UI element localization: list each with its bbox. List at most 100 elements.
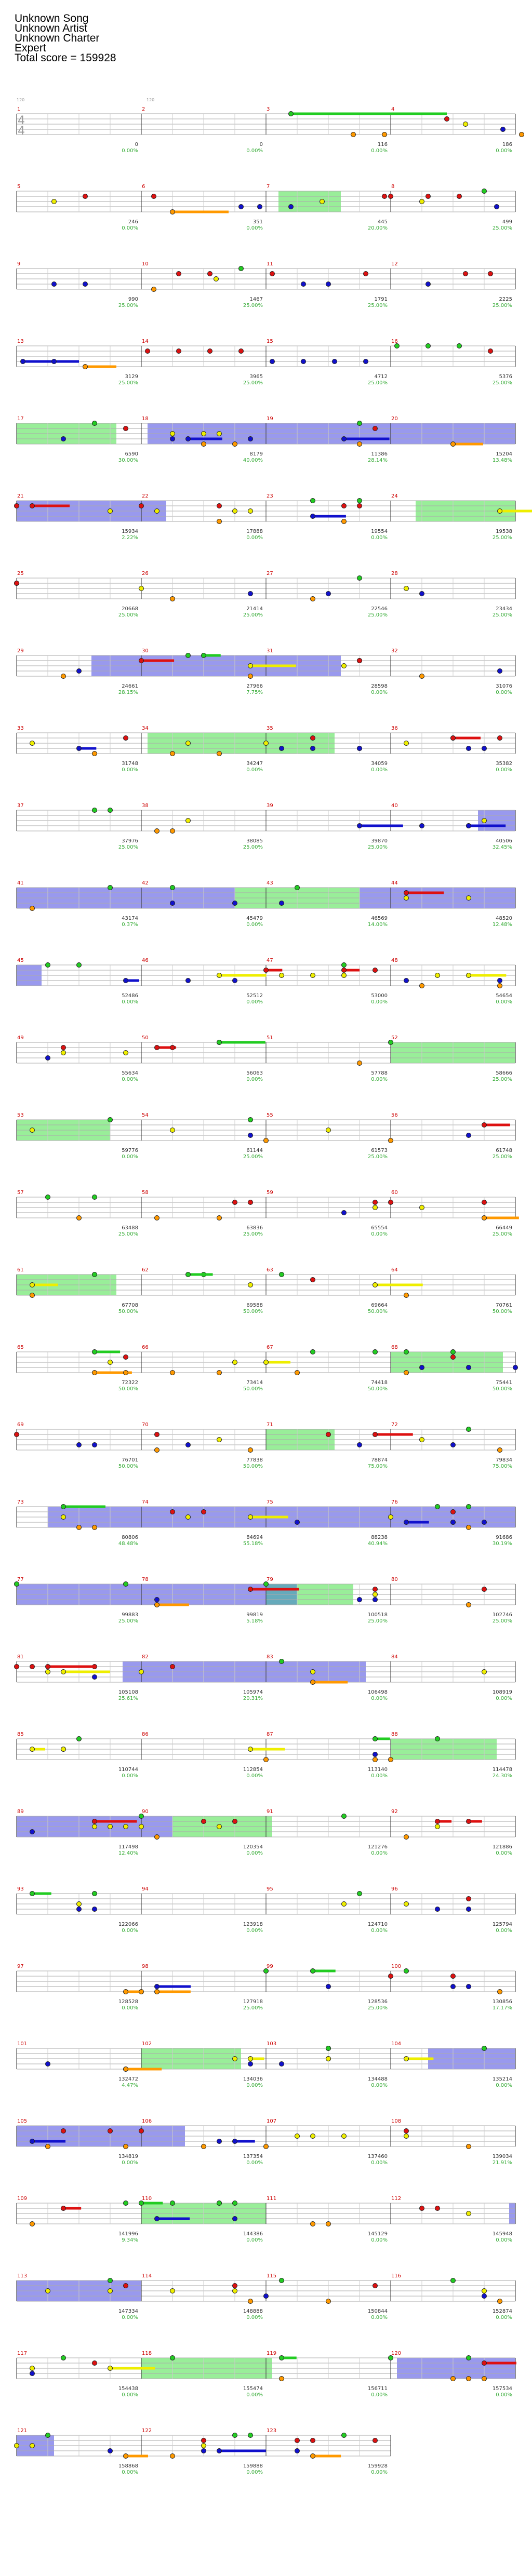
note [404,1834,409,1840]
sustain-tail [375,1433,413,1436]
note [145,348,150,354]
note [310,973,315,978]
sustain-tail [63,1505,105,1508]
sustain-tail [250,2057,264,2060]
note [332,359,337,364]
note [357,1061,362,1066]
note [404,2128,409,2134]
measure-percent: 50.00% [493,1309,512,1314]
measure-score: 84694 [246,1535,263,1540]
note [238,348,244,354]
measure-score: 39870 [371,838,388,844]
measure-number: 42 [142,880,149,886]
note [14,1664,19,1669]
measure-number: 122 [142,2428,152,2434]
sustain-tail [95,1820,137,1823]
sustain-tail [375,1737,390,1740]
note [497,1989,502,1994]
note [310,498,315,503]
note [288,204,294,209]
measure-score: 128528 [118,1999,138,2005]
note [279,1272,284,1277]
note [388,1200,393,1205]
measure-score: 112854 [243,1767,263,1773]
measure-number: 17 [17,416,24,422]
highway-row [14,1581,516,1607]
note [263,1968,269,1974]
note [76,1525,82,1530]
note [341,2134,347,2139]
song-charter: Unknown Charter [15,32,100,44]
measure-score: 69664 [371,1303,388,1308]
note [92,2360,97,2366]
measure-percent: 25.00% [243,1231,263,1237]
measure-percent: 12.40% [118,1850,138,1856]
song-artist: Unknown Artist [15,22,88,34]
measure-number: 20 [391,416,398,422]
measure-score: 113140 [368,1767,388,1773]
note [108,1117,113,1122]
measure-score: 141996 [118,2231,138,2237]
measure-percent: 0.00% [122,1928,138,1934]
measure-percent: 0.00% [122,1773,138,1779]
note [419,1205,424,1210]
note [123,2067,128,2072]
note [419,674,424,679]
note [357,746,362,751]
measure-percent: 0.37% [122,922,138,928]
measure-score: 38085 [246,838,263,844]
measure-percent: 0.00% [122,999,138,1005]
measure-number: 31 [267,648,273,654]
measure-number: 115 [267,2273,276,2279]
measure-percent: 25.00% [368,1618,388,1624]
sustain-tail [157,1603,189,1606]
note [217,1437,222,1442]
measure-percent: 25.00% [493,612,512,618]
sustain-tail [157,1046,177,1049]
note [30,2371,35,2376]
measure-number: 91 [267,1809,273,1815]
measure-number: 29 [17,648,24,654]
note [232,2283,237,2288]
highway-row [14,1427,516,1453]
highway-row [16,343,516,369]
measure-percent: 25.00% [118,380,138,386]
measure-percent: 0.00% [496,767,512,773]
note [248,1747,253,1752]
note [257,204,262,209]
measure-score: 22546 [371,606,388,612]
note [466,2376,471,2381]
measure-percent: 0.00% [246,2470,263,2475]
note [326,1128,331,1133]
note [263,1138,269,1143]
note [139,1669,144,1674]
note [232,1819,237,1824]
highway-row [16,2278,516,2304]
note [154,1834,159,1840]
note [482,2288,487,2293]
measure-score: 137354 [243,2154,263,2159]
measure-number: 78 [142,1577,149,1582]
note [217,2448,222,2453]
measure-score: 73414 [246,1380,263,1386]
note [30,503,35,508]
sustain-tail [406,2057,434,2060]
note [108,2288,113,2293]
note [466,1602,471,1607]
note [263,968,269,973]
measure-score: 74418 [371,1380,388,1386]
note [92,1674,97,1680]
note [263,1360,269,1365]
note [83,194,88,199]
note [30,1282,35,1287]
measure-score: 19538 [496,529,512,534]
note [310,1277,315,1282]
measure-score: 77838 [246,1457,263,1463]
measure-score: 145129 [368,2231,388,2237]
note [45,2144,50,2149]
measure-percent: 0.00% [371,1077,388,1082]
measure-percent: 0.00% [496,2315,512,2320]
measure-score: 28598 [371,683,388,689]
note [61,2128,66,2134]
